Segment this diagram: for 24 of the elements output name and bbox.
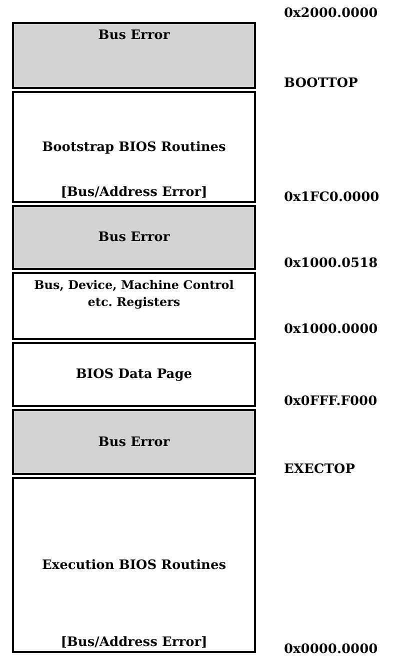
bus-error-region [12,22,256,89]
address-label: 0x1FC0.0000 [284,190,380,205]
memory-region [12,342,256,407]
address-label: 0x1000.0000 [284,322,378,337]
region-note: [Bus/Address Error] [60,634,208,651]
address-label: 0x0FFF.F000 [284,394,378,409]
memory-region [12,477,256,653]
address-label: 0x0000.0000 [284,642,378,657]
address-label: BOOTTOP [284,76,358,91]
region-label: Bus Error [97,434,171,450]
memory-region [12,91,256,203]
region-label: Bus Error [97,27,171,44]
region-label: BIOS Data Page [74,366,194,383]
region-label: Execution BIOS Routines [40,556,228,574]
address-label: 0x2000.0000 [284,6,378,21]
address-label: EXECTOP [284,462,356,477]
bus-error-region [12,205,256,270]
region-label: Bus, Device, Machine Control etc. Registers [33,277,235,311]
region-note: [Bus/Address Error] [60,184,208,201]
region-label: Bus Error [97,229,171,246]
memory-region [12,272,256,340]
bus-error-region [12,409,256,475]
region-label: Bootstrap BIOS Routines [41,138,227,156]
address-label: 0x1000.0518 [284,256,378,271]
